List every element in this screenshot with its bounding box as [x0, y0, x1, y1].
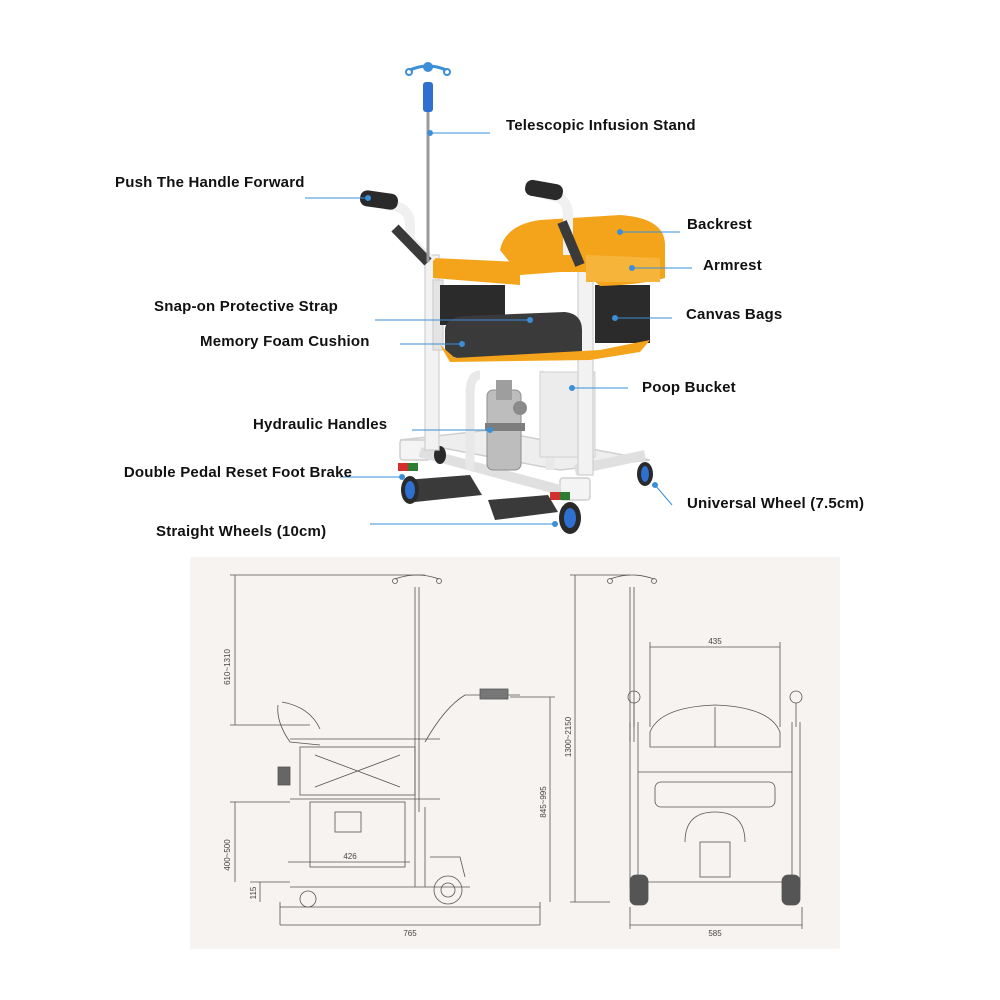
side-view [230, 574, 555, 926]
transfer-chair-illustration [305, 62, 692, 534]
infusion-stand [405, 62, 451, 262]
label-canvas-bags: Canvas Bags [686, 306, 783, 323]
dim-side-length: 765 [403, 929, 417, 938]
wheels [401, 446, 653, 534]
dim-front-seat-width: 435 [708, 637, 722, 646]
label-armrest: Armrest [703, 257, 762, 274]
label-hydraulic-handles: Hydraulic Handles [253, 416, 388, 433]
front-view [570, 574, 803, 929]
dim-front-total-height: 1300~2150 [564, 716, 573, 757]
dim-side-pole-height: 610~1310 [223, 649, 232, 685]
label-push-handle: Push The Handle Forward [115, 174, 305, 191]
label-memory-foam: Memory Foam Cushion [200, 333, 370, 350]
brake-pedals [398, 463, 570, 500]
foot-plates [405, 475, 558, 520]
dim-side-seat-height: 400~500 [223, 839, 232, 871]
dim-side-bucket-width: 426 [343, 852, 357, 861]
label-foot-brake: Double Pedal Reset Foot Brake [123, 464, 353, 481]
leader-lines [305, 130, 692, 527]
dim-side-bottom: 115 [249, 886, 258, 899]
seat-cushion [445, 312, 582, 361]
dimension-drawings: 610~1310 400~500 115 426 765 845~995 130… [223, 574, 803, 938]
dim-front-width: 585 [708, 929, 722, 938]
label-backrest: Backrest [687, 216, 752, 233]
technical-drawing-panel: 610~1310 400~500 115 426 765 845~995 130… [190, 557, 840, 949]
canvas-bags [440, 285, 650, 343]
label-poop-bucket: Poop Bucket [642, 379, 736, 396]
dim-side-handle-height: 845~995 [539, 786, 548, 818]
label-protective-strap: Snap-on Protective Strap [154, 298, 339, 315]
label-universal-wheel: Universal Wheel (7.5cm) [687, 495, 865, 512]
label-infusion-stand: Telescopic Infusion Stand [506, 117, 696, 134]
push-handles [359, 179, 585, 267]
label-straight-wheels: Straight Wheels (10cm) [156, 523, 327, 540]
